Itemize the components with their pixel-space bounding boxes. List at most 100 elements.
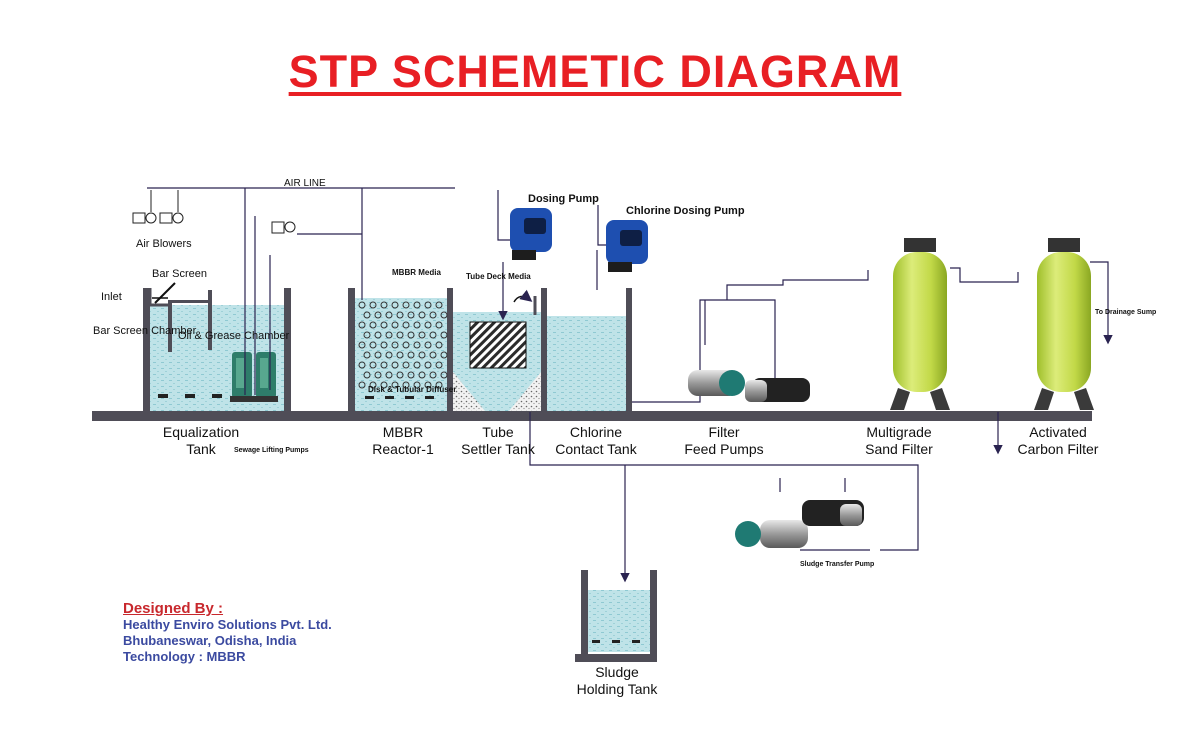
oil-grease-chamber-label: Oil & Grease Chamber xyxy=(178,330,290,342)
bar-screen-label: Bar Screen xyxy=(152,268,207,280)
activated-carbon-filter xyxy=(1034,238,1094,410)
mbbr-media-ring xyxy=(391,301,399,309)
mbbr-media-ring xyxy=(418,331,426,339)
mbbr-media-ring xyxy=(374,331,382,339)
mbbr-media-ring xyxy=(424,301,432,309)
filter-feed-pump-icon xyxy=(688,370,810,402)
mbbr-media-ring xyxy=(429,351,437,359)
tube-deck-media-label: Tube Deck Media xyxy=(466,272,531,281)
multigrade-sand-filter xyxy=(890,238,950,410)
credit-location: Bhubaneswar, Odisha, India xyxy=(123,633,297,648)
mbbr-media-ring xyxy=(424,341,432,349)
mbbr-media-ring xyxy=(418,351,426,359)
mbbr-media-ring xyxy=(407,331,415,339)
mbbr-media-ring xyxy=(363,351,371,359)
unit-caption-line2: Carbon Filter xyxy=(1018,441,1099,457)
sewage-lifting-pumps-label: Sewage Lifting Pumps xyxy=(234,447,309,454)
mbbr-media-ring xyxy=(418,371,426,379)
unit-caption-line1: Activated xyxy=(1029,424,1087,440)
mbbr-media-ring xyxy=(358,341,366,349)
mbbr-media-ring xyxy=(369,301,377,309)
unit-captions: Equalization Tank MBBR Reactor-1 Tube Se… xyxy=(163,424,1099,697)
sludge-holding-tank xyxy=(575,570,657,662)
bar-screen-chamber xyxy=(148,282,176,307)
credit-company: Healthy Enviro Solutions Pvt. Ltd. xyxy=(123,617,332,632)
mbbr-media-ring xyxy=(374,371,382,379)
air-blowers-label: Air Blowers xyxy=(136,238,192,250)
mbbr-media-ring xyxy=(424,321,432,329)
chlorine-dosing-pump-icon xyxy=(596,205,648,290)
credit-technology: Technology : MBBR xyxy=(123,649,246,664)
equalization-tank xyxy=(143,288,291,411)
to-drainage-sump-label: To Drainage Sump xyxy=(1095,309,1156,316)
mbbr-media-ring xyxy=(385,371,393,379)
unit-caption-line2: Tank xyxy=(186,441,217,457)
mbbr-media-ring xyxy=(440,351,448,359)
mbbr-media-ring xyxy=(413,301,421,309)
unit-caption-line1: Sludge xyxy=(595,664,639,680)
mbbr-media-ring xyxy=(402,341,410,349)
mbbr-media-ring xyxy=(424,381,432,389)
unit-caption-line1: Equalization xyxy=(163,424,239,440)
mbbr-media-ring xyxy=(369,361,377,369)
unit-caption-line1: Multigrade xyxy=(866,424,932,440)
mbbr-media-ring xyxy=(358,321,366,329)
mbbr-media-ring xyxy=(418,311,426,319)
unit-caption-line1: Chlorine xyxy=(570,424,622,440)
mbbr-media-ring xyxy=(369,321,377,329)
mbbr-media-ring xyxy=(363,311,371,319)
air-line-label: AIR LINE xyxy=(284,178,326,189)
mbbr-media-ring xyxy=(396,351,404,359)
sludge-transfer-pump-label: Sludge Transfer Pump xyxy=(800,561,874,568)
mbbr-media-label: MBBR Media xyxy=(392,268,441,277)
mbbr-media-ring xyxy=(429,371,437,379)
designer-credit: Designed By : Healthy Enviro Solutions P… xyxy=(123,600,332,665)
mbbr-media-ring xyxy=(440,371,448,379)
unit-caption-line2: Contact Tank xyxy=(555,441,637,457)
mbbr-media-ring xyxy=(435,381,443,389)
mbbr-media-ring xyxy=(380,381,388,389)
air-line xyxy=(147,187,455,395)
mbbr-media-ring xyxy=(358,361,366,369)
mbbr-media-ring xyxy=(402,321,410,329)
unit-caption-line2: Settler Tank xyxy=(461,441,536,457)
mbbr-media-ring xyxy=(396,311,404,319)
dosing-pump-label: Dosing Pump xyxy=(528,193,599,205)
mbbr-media-ring xyxy=(429,331,437,339)
unit-caption-line2: Reactor-1 xyxy=(372,441,434,457)
mbbr-media-ring xyxy=(435,361,443,369)
mbbr-media-ring xyxy=(440,331,448,339)
mbbr-media-ring xyxy=(385,331,393,339)
mbbr-media-ring xyxy=(396,331,404,339)
mbbr-media-ring xyxy=(435,341,443,349)
credit-heading: Designed By : xyxy=(123,600,224,617)
unit-caption-line1: Filter xyxy=(708,424,739,440)
diagram-title: STP SCHEMETIC DIAGRAM xyxy=(288,46,902,97)
mbbr-media-ring xyxy=(391,321,399,329)
mbbr-media-ring xyxy=(407,371,415,379)
tube-settler-tank xyxy=(453,288,547,411)
mbbr-media-ring xyxy=(407,351,415,359)
mbbr-media-ring xyxy=(402,301,410,309)
mbbr-media-ring xyxy=(413,341,421,349)
mbbr-media-ring xyxy=(413,321,421,329)
mbbr-media-ring xyxy=(380,301,388,309)
mbbr-media-ring xyxy=(380,341,388,349)
mbbr-media-ring xyxy=(363,371,371,379)
mbbr-media-ring xyxy=(429,311,437,319)
mbbr-media-ring xyxy=(380,361,388,369)
unit-caption-line1: Tube xyxy=(482,424,514,440)
unit-caption-line2: Holding Tank xyxy=(577,681,659,697)
mbbr-media-ring xyxy=(358,381,366,389)
unit-caption-line1: MBBR xyxy=(383,424,423,440)
bar-screen-chamber-label: Bar Screen Chamber xyxy=(93,325,197,337)
mbbr-media-ring xyxy=(374,311,382,319)
chlorine-contact-tank xyxy=(547,288,632,411)
unit-caption-line2: Feed Pumps xyxy=(684,441,763,457)
mbbr-media-ring xyxy=(380,321,388,329)
inlet-label: Inlet xyxy=(101,291,122,303)
mbbr-media-ring xyxy=(402,361,410,369)
mbbr-media-ring xyxy=(396,371,404,379)
